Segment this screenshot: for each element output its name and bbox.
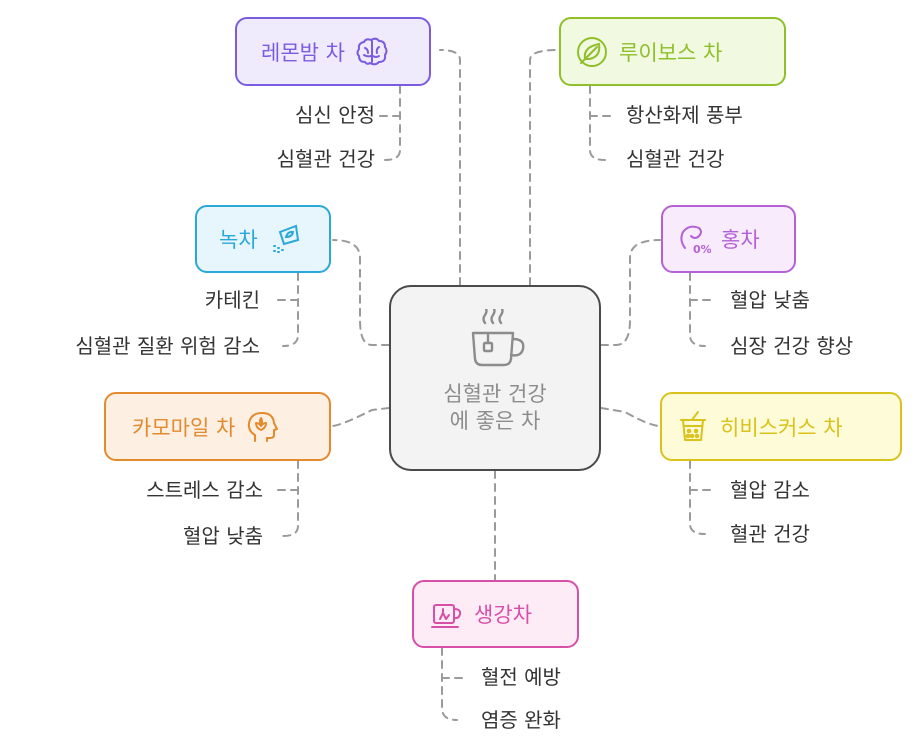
tea-node-black-tea[interactable]: 0% 홍차 <box>661 205 796 273</box>
tea-node-hibiscus[interactable]: 히비스커스 차 <box>660 392 902 461</box>
svg-text:0%: 0% <box>693 243 711 256</box>
mind-flower-icon <box>245 410 279 444</box>
tea-node-chamomile[interactable]: 카모마일 차 <box>104 392 331 461</box>
benefit-text: 스트레스 감소 <box>146 478 263 502</box>
center-node: 심혈관 건강 에 좋은 차 <box>389 285 601 471</box>
benefit-text: 심혈관 질환 위험 감소 <box>75 334 260 358</box>
tea-node-label: 홍차 <box>721 228 760 252</box>
benefit-text: 항산화제 풍부 <box>626 103 743 127</box>
tea-node-lemon-balm[interactable]: 레몬밤 차 <box>235 17 431 86</box>
benefit-text: 심장 건강 향상 <box>730 334 854 358</box>
benefit-text: 카테킨 <box>204 288 260 312</box>
benefit-text: 심신 안정 <box>295 103 375 127</box>
tea-node-label: 루이보스 차 <box>619 40 723 65</box>
benefit-text: 심혈관 건강 <box>626 147 725 171</box>
tea-node-green-tea[interactable]: 녹차 <box>195 205 331 273</box>
ginger-cup-icon <box>430 597 464 631</box>
benefit-text: 심혈관 건강 <box>276 147 375 171</box>
benefit-text: 혈압 감소 <box>730 478 810 502</box>
benefit-text: 염증 완화 <box>481 708 561 732</box>
zero-percent-icon: 0% <box>677 222 711 256</box>
tea-node-label: 레몬밤 차 <box>261 40 345 65</box>
tea-node-label: 녹차 <box>219 228 258 252</box>
tea-bag-icon <box>268 222 302 256</box>
tea-node-label: 카모마일 차 <box>132 415 236 440</box>
benefit-text: 혈압 낮춤 <box>730 288 810 312</box>
brain-icon <box>355 35 389 69</box>
tea-node-label: 생강차 <box>474 603 532 627</box>
leaf-icon <box>575 35 609 69</box>
benefit-text: 혈전 예방 <box>481 665 561 689</box>
tea-cup-icon <box>471 309 525 367</box>
center-title-line1: 심혈관 건강 <box>443 382 547 406</box>
bubble-tea-icon <box>676 410 710 444</box>
benefit-text: 혈관 건강 <box>730 522 810 546</box>
tea-node-ginger[interactable]: 생강차 <box>412 580 579 648</box>
tea-node-rooibos[interactable]: 루이보스 차 <box>559 17 786 86</box>
benefit-text: 혈압 낮춤 <box>183 524 263 548</box>
tea-node-label: 히비스커스 차 <box>720 415 843 440</box>
center-title-line2: 에 좋은 차 <box>449 409 541 433</box>
